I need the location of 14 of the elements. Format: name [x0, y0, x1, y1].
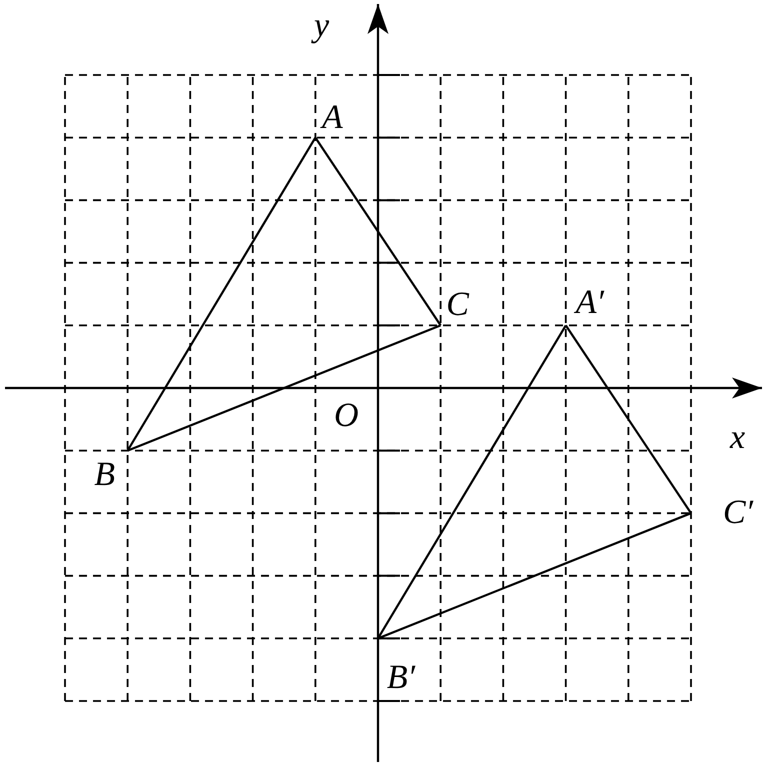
vertex-label: C [440, 285, 475, 326]
triangle-side [126, 137, 316, 452]
triangle-side [564, 324, 692, 514]
vertex-label: B [82, 454, 128, 495]
axis-label: x [730, 420, 746, 456]
vertex-label: C′ [713, 491, 763, 536]
vertex-label: A′ [568, 281, 612, 326]
triangle-side [314, 136, 442, 326]
vertex-label: A [315, 98, 350, 138]
vertex-label: B′ [378, 658, 424, 698]
triangle-side [378, 512, 692, 640]
triangle-side [377, 324, 567, 639]
triangle-side [127, 324, 441, 452]
axis-label: O [334, 398, 359, 434]
